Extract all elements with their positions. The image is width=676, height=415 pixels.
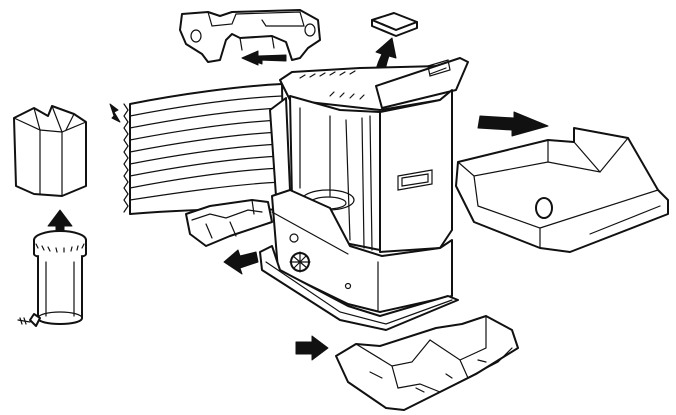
arrow-to-side-block [477, 111, 549, 137]
wick-holder [13, 105, 87, 197]
arrow-to-drip-tray [223, 249, 259, 275]
top-cover [179, 9, 321, 63]
small-cap [371, 12, 418, 37]
arrow-to-top-cover [241, 50, 287, 66]
front-guard [335, 315, 519, 411]
heater-body [259, 57, 469, 331]
drip-tray [185, 199, 273, 247]
fuel-tank [17, 230, 87, 327]
arrow-to-front-guard [295, 335, 329, 361]
side-panel-block [455, 127, 669, 253]
reflector [109, 83, 285, 215]
